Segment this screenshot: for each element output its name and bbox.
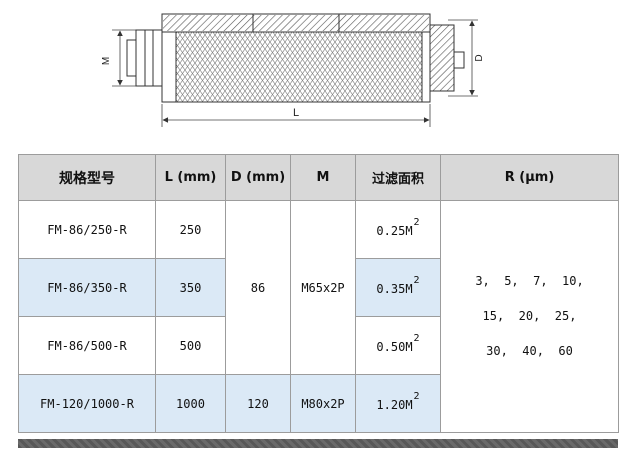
pleated-media bbox=[175, 31, 423, 103]
dim-label-m: M bbox=[101, 57, 112, 65]
dimension-m bbox=[112, 29, 136, 87]
cell-area: 0.25M2 bbox=[355, 200, 441, 259]
table-row: FM-86/250-R 250 86 M65x2P 0.25M2 3, 5, 7… bbox=[18, 200, 619, 433]
dimension-l bbox=[161, 104, 431, 127]
area-exponent: 2 bbox=[413, 332, 420, 344]
header-micron-rating: R (μm) bbox=[440, 154, 619, 201]
table-row: FM-86/350-R 350 0.35M2 bbox=[18, 258, 619, 317]
diagram-area: M D bbox=[0, 0, 635, 150]
cell-model: FM-86/250-R bbox=[18, 200, 156, 259]
area-value: 0.35M bbox=[376, 281, 413, 296]
micron-line: 15, 20, 25, bbox=[482, 309, 577, 323]
area-value: 1.20M bbox=[376, 397, 413, 412]
cell-area: 0.35M2 bbox=[355, 258, 441, 317]
table-row: FM-86/500-R 500 0.50M2 bbox=[18, 316, 619, 375]
top-seam-hatch bbox=[163, 15, 429, 31]
cell-diameter: 86 bbox=[225, 200, 291, 375]
header-thread: M bbox=[290, 154, 356, 201]
header-length: L (mm) bbox=[155, 154, 226, 201]
dim-label-d: D bbox=[474, 54, 485, 61]
end-cap-icon bbox=[429, 24, 465, 92]
cell-length: 350 bbox=[155, 258, 226, 317]
micron-line: 3, 5, 7, 10, bbox=[475, 274, 584, 288]
cell-diameter: 120 bbox=[225, 374, 291, 433]
filter-diagram: M D bbox=[101, 13, 485, 127]
cell-length: 250 bbox=[155, 200, 226, 259]
header-diameter: D (mm) bbox=[225, 154, 291, 201]
left-fitting-icon bbox=[126, 29, 163, 87]
filter-body bbox=[161, 13, 431, 103]
area-value: 0.25M bbox=[376, 223, 413, 238]
bottom-partial-bar bbox=[18, 439, 618, 448]
dimension-d bbox=[448, 19, 478, 97]
header-filter-area: 过滤面积 bbox=[355, 154, 441, 201]
area-exponent: 2 bbox=[413, 216, 420, 228]
cell-model: FM-120/1000-R bbox=[18, 374, 156, 433]
cell-length: 500 bbox=[155, 316, 226, 375]
cell-thread: M80x2P bbox=[290, 374, 356, 433]
spec-table: 规格型号 L (mm) D (mm) M 过滤面积 R (μm) FM-86/2… bbox=[18, 154, 619, 433]
header-model: 规格型号 bbox=[18, 154, 156, 201]
cell-area: 1.20M2 bbox=[355, 374, 441, 433]
cell-micron-range: 3, 5, 7, 10, 15, 20, 25, 30, 40, 60 bbox=[440, 200, 619, 433]
area-value: 0.50M bbox=[376, 339, 413, 354]
cell-area: 0.50M2 bbox=[355, 316, 441, 375]
area-exponent: 2 bbox=[413, 390, 420, 402]
cell-length: 1000 bbox=[155, 374, 226, 433]
cell-model: FM-86/500-R bbox=[18, 316, 156, 375]
dim-label-l: L bbox=[293, 107, 299, 119]
table-row: FM-120/1000-R 1000 120 M80x2P 1.20M2 bbox=[18, 374, 619, 433]
micron-line: 30, 40, 60 bbox=[486, 344, 573, 358]
area-exponent: 2 bbox=[413, 274, 420, 286]
cell-thread: M65x2P bbox=[290, 200, 356, 375]
cell-model: FM-86/350-R bbox=[18, 258, 156, 317]
header-row: 规格型号 L (mm) D (mm) M 过滤面积 R (μm) bbox=[18, 154, 619, 201]
